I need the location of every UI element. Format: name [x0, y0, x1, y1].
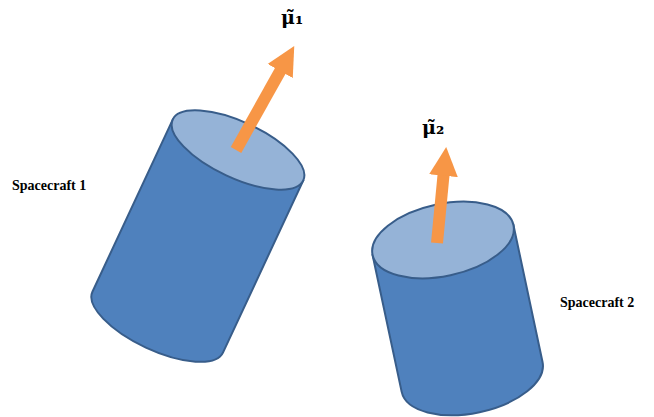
spacecraft-cylinder [81, 94, 315, 378]
part-name: Spacecraft 2 [560, 295, 634, 311]
vector-label: μ̃₂ [422, 116, 444, 138]
dipole-arrow [236, 66, 283, 150]
vector-label: μ̃₁ [281, 6, 303, 28]
dipole-arrow [437, 170, 444, 243]
spacecraft-cylinder [365, 190, 550, 417]
part-name: Spacecraft 1 [12, 178, 86, 194]
